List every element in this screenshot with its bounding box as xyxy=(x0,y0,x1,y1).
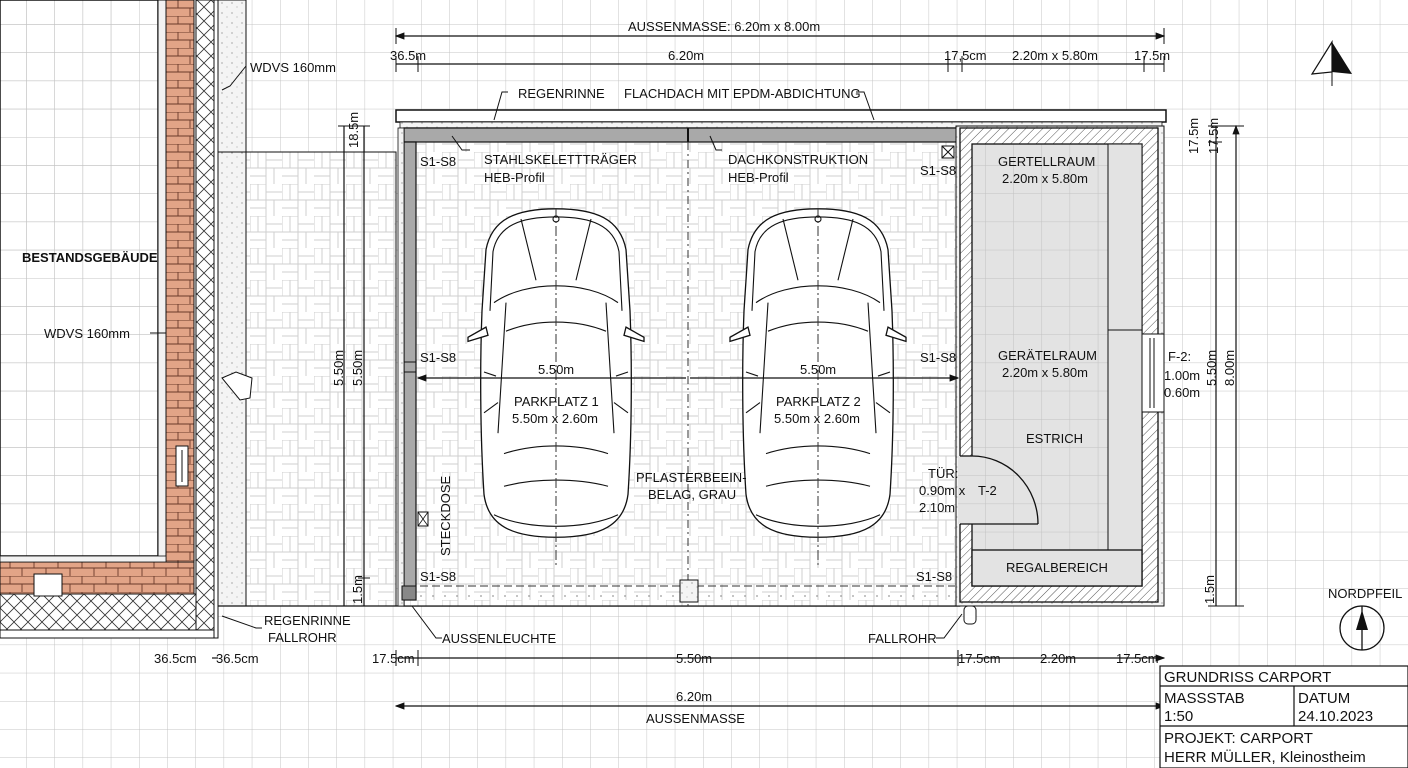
gutter-downpipe-1: REGENRINNE xyxy=(264,613,351,628)
parkplatz-1-name: PARKPLATZ 1 xyxy=(514,394,599,409)
dim-left-top: 18.5m xyxy=(346,112,361,148)
parkplatz-1-size: 5.50m x 2.60m xyxy=(512,411,598,426)
paving-label-2: BELAG, GRAU xyxy=(648,487,736,502)
socket-label: STECKDOSE xyxy=(438,475,453,556)
floor-label: ESTRICH xyxy=(1026,431,1083,446)
dim-bottom-1: 17.5cm xyxy=(372,651,415,666)
outdoor-light-label: AUSSENLEUCHTE xyxy=(442,631,556,646)
dim-top-2: 6.20m xyxy=(668,48,704,63)
storage-room xyxy=(941,125,1165,625)
date-value: 24.10.2023 xyxy=(1298,708,1373,725)
existing-building-label: BESTANDSGEBÄUDE xyxy=(22,250,158,265)
dim-wall-right: 36.5cm xyxy=(216,651,259,666)
insulation-label-inner: WDVS 160mm xyxy=(44,326,130,341)
door-label-1: TÜR: xyxy=(928,466,958,481)
dim-right-top-a: 17.5m xyxy=(1186,118,1201,154)
roof-edge xyxy=(395,109,1167,123)
paving-label-1: PFLASTERBEEIN- xyxy=(636,470,747,485)
support-tag: S1-S8 xyxy=(420,154,456,169)
dim-overall-bottom: 6.20m xyxy=(676,689,712,704)
room-b-size: 2.20m x 5.80m xyxy=(1002,365,1088,380)
dim-top-1: 36.5m xyxy=(390,48,426,63)
room-b-name: GERÄTELRAUM xyxy=(998,348,1097,363)
date-label: DATUM xyxy=(1298,690,1350,707)
dim-bottom-3: 17.5cm xyxy=(958,651,1001,666)
title-block xyxy=(1159,665,1408,768)
insulation-label-outer: WDVS 160mm xyxy=(250,60,336,75)
dim-right-overall: 8.00m xyxy=(1222,350,1237,386)
shelf-label: REGALBEREICH xyxy=(1006,560,1108,575)
scale-label: MASSSTAB xyxy=(1164,690,1245,707)
roof-construction-1: DACHKONSTRUKTION xyxy=(728,152,868,167)
dim-bottom-5: 17.5cm xyxy=(1116,651,1159,666)
dim-top-4: 2.20m x 5.80m xyxy=(1012,48,1098,63)
window-label-3: 0.60m xyxy=(1164,385,1200,400)
project-line-1: PROJEKT: CARPORT xyxy=(1164,730,1313,747)
parkplatz-2-dim: 5.50m xyxy=(800,362,836,377)
dim-top-3: 17,5cm xyxy=(944,48,987,63)
support-tag: S1-S8 xyxy=(420,350,456,365)
downpipe-label: FALLROHR xyxy=(868,631,937,646)
roof-construction-2: HEB-Profil xyxy=(728,170,789,185)
dim-left-bottom: 1.5m xyxy=(350,575,365,604)
parkplatz-2-name: PARKPLATZ 2 xyxy=(776,394,861,409)
gutter-label: REGENRINNE xyxy=(518,86,605,101)
dim-wall-left: 36.5cm xyxy=(154,651,197,666)
concrete-strip xyxy=(217,0,247,607)
door-label-3: 2.10m xyxy=(919,500,955,515)
dim-right-bottom: 1.5m xyxy=(1202,575,1217,604)
dim-bottom-4: 2.20m xyxy=(1040,651,1076,666)
support-tag: S1-S8 xyxy=(920,350,956,365)
dim-left-a: 5.50m xyxy=(331,350,346,386)
north-arrow-small-icon xyxy=(1310,39,1352,86)
parkplatz-2-size: 5.50m x 2.60m xyxy=(774,411,860,426)
door-tag: T-2 xyxy=(978,483,997,498)
support-tag: S1-S8 xyxy=(916,569,952,584)
window-label-2: 1.00m xyxy=(1164,368,1200,383)
dim-right-top-b: 17.5m xyxy=(1206,118,1221,154)
beam-label-2: HEB-Profil xyxy=(484,170,545,185)
room-a-size: 2.20m x 5.80m xyxy=(1002,171,1088,186)
dim-top-5: 17.5m xyxy=(1134,48,1170,63)
door-label-2: 0.90m x xyxy=(919,483,966,498)
outer-dimension-label: AUSSENMASSE xyxy=(646,711,745,726)
north-arrow-label: NORDPFEIL xyxy=(1328,586,1402,601)
roof-label: FLACHDACH MIT EPDM-ABDICHTUNG xyxy=(624,86,861,101)
window-label-1: F-2: xyxy=(1168,349,1191,364)
parkplatz-1-dim: 5.50m xyxy=(538,362,574,377)
support-tag: S1-S8 xyxy=(920,163,956,178)
dim-right-main: 5.50m xyxy=(1204,350,1219,386)
steel-column-left xyxy=(403,141,417,601)
room-a-name: GERTELLRAUM xyxy=(998,154,1095,169)
project-line-2: HERR MÜLLER, Kleinostheim xyxy=(1164,748,1366,766)
gutter-downpipe-2: FALLROHR xyxy=(268,630,337,645)
dim-left-b: 5.50m xyxy=(350,350,365,386)
steel-beam xyxy=(403,127,961,143)
overall-dimension-label: AUSSENMASSE: 6.20m x 8.00m xyxy=(628,19,820,34)
title-block-title: GRUNDRISS CARPORT xyxy=(1164,669,1331,686)
existing-building xyxy=(0,0,219,639)
dim-bottom-2: 5.50m xyxy=(676,651,712,666)
support-tag: S1-S8 xyxy=(420,569,456,584)
north-arrow-icon xyxy=(1339,605,1385,651)
beam-label-1: STAHLSKELETTTRÄGER xyxy=(484,152,637,167)
paving-left xyxy=(245,151,397,607)
scale-value: 1:50 xyxy=(1164,708,1193,725)
